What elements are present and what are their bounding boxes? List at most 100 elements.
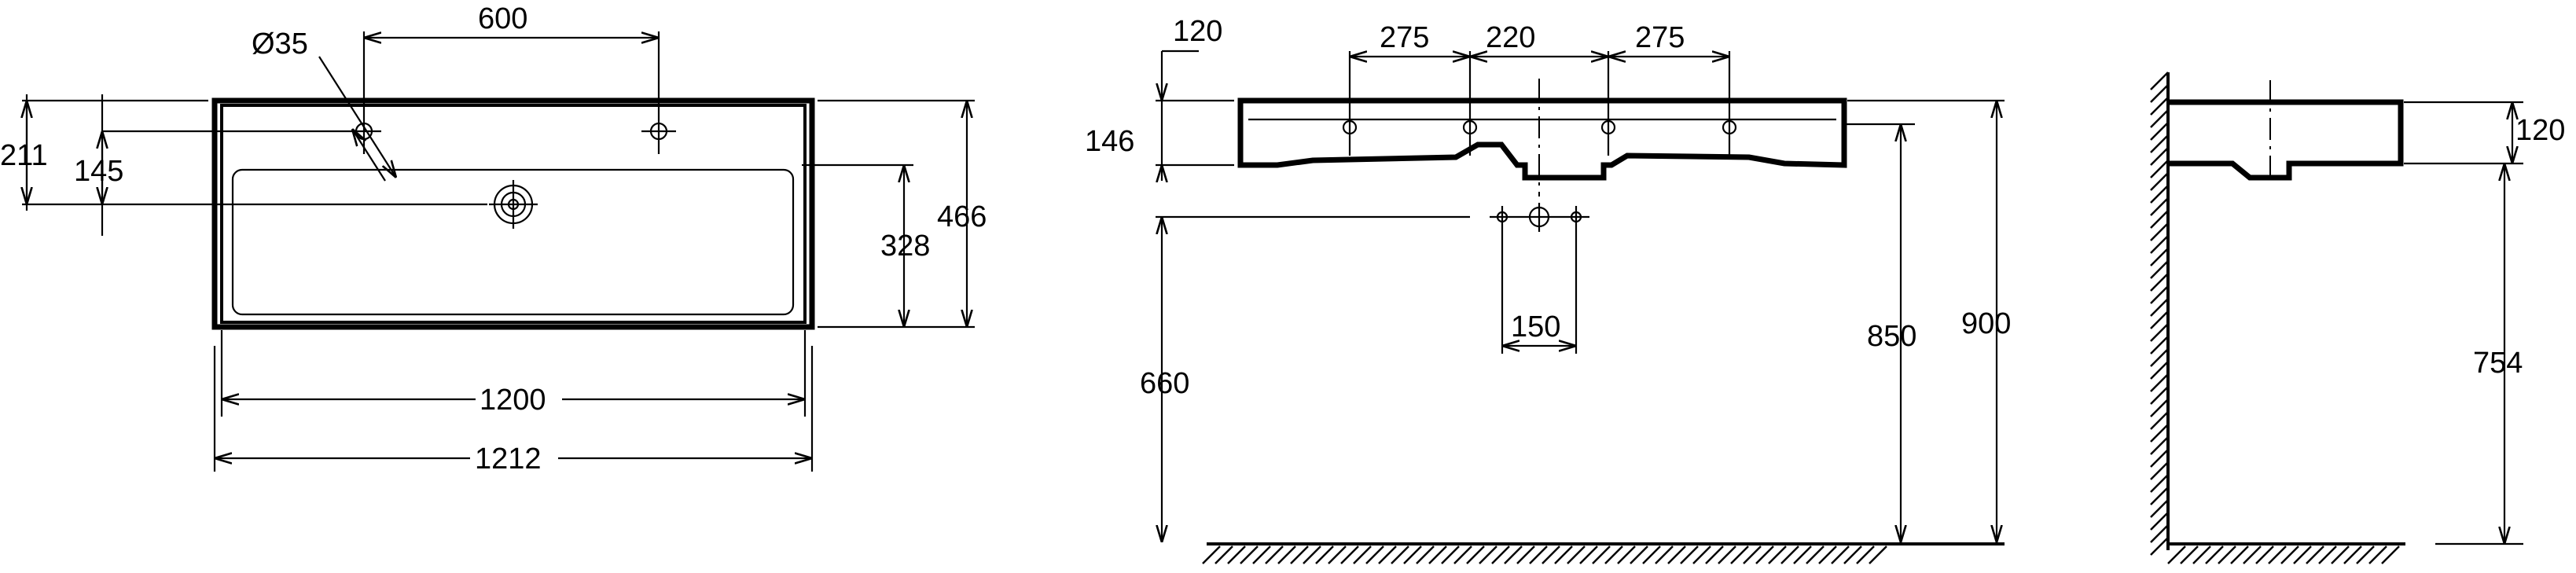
- hatch-line: [2368, 545, 2387, 564]
- hatch-line: [2150, 97, 2169, 116]
- hatch-line: [2150, 222, 2169, 241]
- hatch-line: [2306, 545, 2324, 564]
- hatch-line: [2150, 285, 2169, 304]
- hatch-line: [2280, 545, 2299, 564]
- hatch-line: [1692, 545, 1711, 564]
- hatch-line: [1202, 545, 1221, 564]
- hatch-line: [1542, 545, 1560, 564]
- hatch-line: [1428, 545, 1447, 564]
- spacing-center-label: 220: [1486, 21, 1535, 54]
- hatch-line: [2150, 348, 2169, 367]
- hatch-line: [1491, 545, 1510, 564]
- hatch-line: [2150, 449, 2169, 468]
- inner-width-label: 1200: [480, 384, 546, 417]
- hatch-line: [2268, 545, 2287, 564]
- hatch-line: [1680, 545, 1699, 564]
- hatch-line: [2243, 545, 2262, 564]
- height-900-label: 900: [1961, 307, 2011, 340]
- hatch-line: [1793, 545, 1812, 564]
- hatch-line: [2150, 248, 2169, 266]
- spacing-left-label: 275: [1380, 21, 1429, 54]
- hatch-line: [1391, 545, 1409, 564]
- hatch-line: [1315, 545, 1334, 564]
- hatch-line: [1504, 545, 1523, 564]
- height-660-label: 660: [1140, 367, 1189, 400]
- hatch-line: [2150, 323, 2169, 342]
- hatch-line: [2150, 499, 2169, 518]
- drain: [489, 180, 538, 229]
- hatch-line: [2192, 545, 2211, 564]
- hatch-line: [1567, 545, 1586, 564]
- front-view: 275 220 275 120 146 150 660: [1085, 15, 2011, 564]
- hatch-line: [1328, 545, 1347, 564]
- overall-width-label: 1212: [475, 443, 542, 476]
- hatch-line: [2150, 160, 2169, 178]
- front-basin-body: [1237, 97, 1847, 181]
- bowl-depth-label: 328: [880, 230, 930, 263]
- tap-hole-right: [641, 118, 676, 154]
- hatch-line: [2318, 545, 2337, 564]
- hatch-line: [2150, 235, 2169, 254]
- hatch-line: [2150, 310, 2169, 329]
- tap-spacing-label: 600: [478, 2, 527, 35]
- hatch-line: [1277, 545, 1296, 564]
- side-view: 120 754: [2150, 72, 2565, 564]
- hatch-line: [1516, 545, 1535, 564]
- top-view: Ø35 600 211 145 328 466 1200 1212: [0, 2, 987, 476]
- side-basin-profile: [2168, 99, 2404, 181]
- hatch-line: [1303, 545, 1321, 564]
- offset-120-label: 120: [1173, 15, 1222, 48]
- hatch-line: [1843, 545, 1862, 564]
- spacing-right-label: 275: [1635, 21, 1685, 54]
- height-146-label: 146: [1085, 125, 1134, 158]
- hatch-line: [2150, 461, 2169, 480]
- wall-hatching: [2150, 72, 2169, 556]
- hatch-line: [1215, 545, 1233, 564]
- hatch-line: [1403, 545, 1422, 564]
- front-floor: [1202, 542, 2005, 564]
- hatch-line: [2150, 487, 2169, 505]
- drain-spacing-label: 150: [1511, 310, 1560, 343]
- hatch-line: [2150, 122, 2169, 141]
- hatch-line: [2150, 210, 2169, 229]
- hatch-line: [2343, 545, 2362, 564]
- side-floor-hatching: [2167, 545, 2400, 564]
- bowl-outline: [231, 168, 795, 316]
- hatch-line: [1353, 545, 1372, 564]
- hatch-line: [2150, 399, 2169, 417]
- hatch-line: [2331, 545, 2350, 564]
- hatch-line: [1806, 545, 1825, 564]
- hatch-line: [1630, 545, 1648, 564]
- hatch-line: [2167, 545, 2186, 564]
- hatch-line: [1667, 545, 1686, 564]
- hatch-line: [2205, 545, 2224, 564]
- hatch-line: [1265, 545, 1284, 564]
- hatch-line: [1768, 545, 1787, 564]
- hatch-line: [2150, 298, 2169, 317]
- hatch-line: [2180, 545, 2199, 564]
- hatch-line: [2150, 386, 2169, 405]
- hatch-line: [1705, 545, 1724, 564]
- hatch-line: [1453, 545, 1472, 564]
- drain-fittings: [1156, 203, 1589, 354]
- hatch-line: [2150, 147, 2169, 166]
- hatch-line: [2381, 545, 2400, 564]
- hatch-line: [2293, 545, 2312, 564]
- hatch-line: [2150, 72, 2169, 90]
- hatch-line: [2150, 109, 2169, 128]
- hatch-line: [2150, 373, 2169, 392]
- hatch-line: [2150, 172, 2169, 191]
- hatch-line: [1252, 545, 1271, 564]
- hatch-line: [1579, 545, 1598, 564]
- hatch-line: [1831, 545, 1850, 564]
- front-tap-holes: [1342, 110, 1737, 156]
- hatch-line: [1340, 545, 1359, 564]
- hatch-line: [2218, 545, 2236, 564]
- hatch-line: [1818, 545, 1837, 564]
- hatch-line: [1856, 545, 1875, 564]
- hatch-line: [1227, 545, 1246, 564]
- hatch-line: [1466, 545, 1485, 564]
- hatch-line: [1755, 545, 1774, 564]
- hatch-line: [2150, 474, 2169, 493]
